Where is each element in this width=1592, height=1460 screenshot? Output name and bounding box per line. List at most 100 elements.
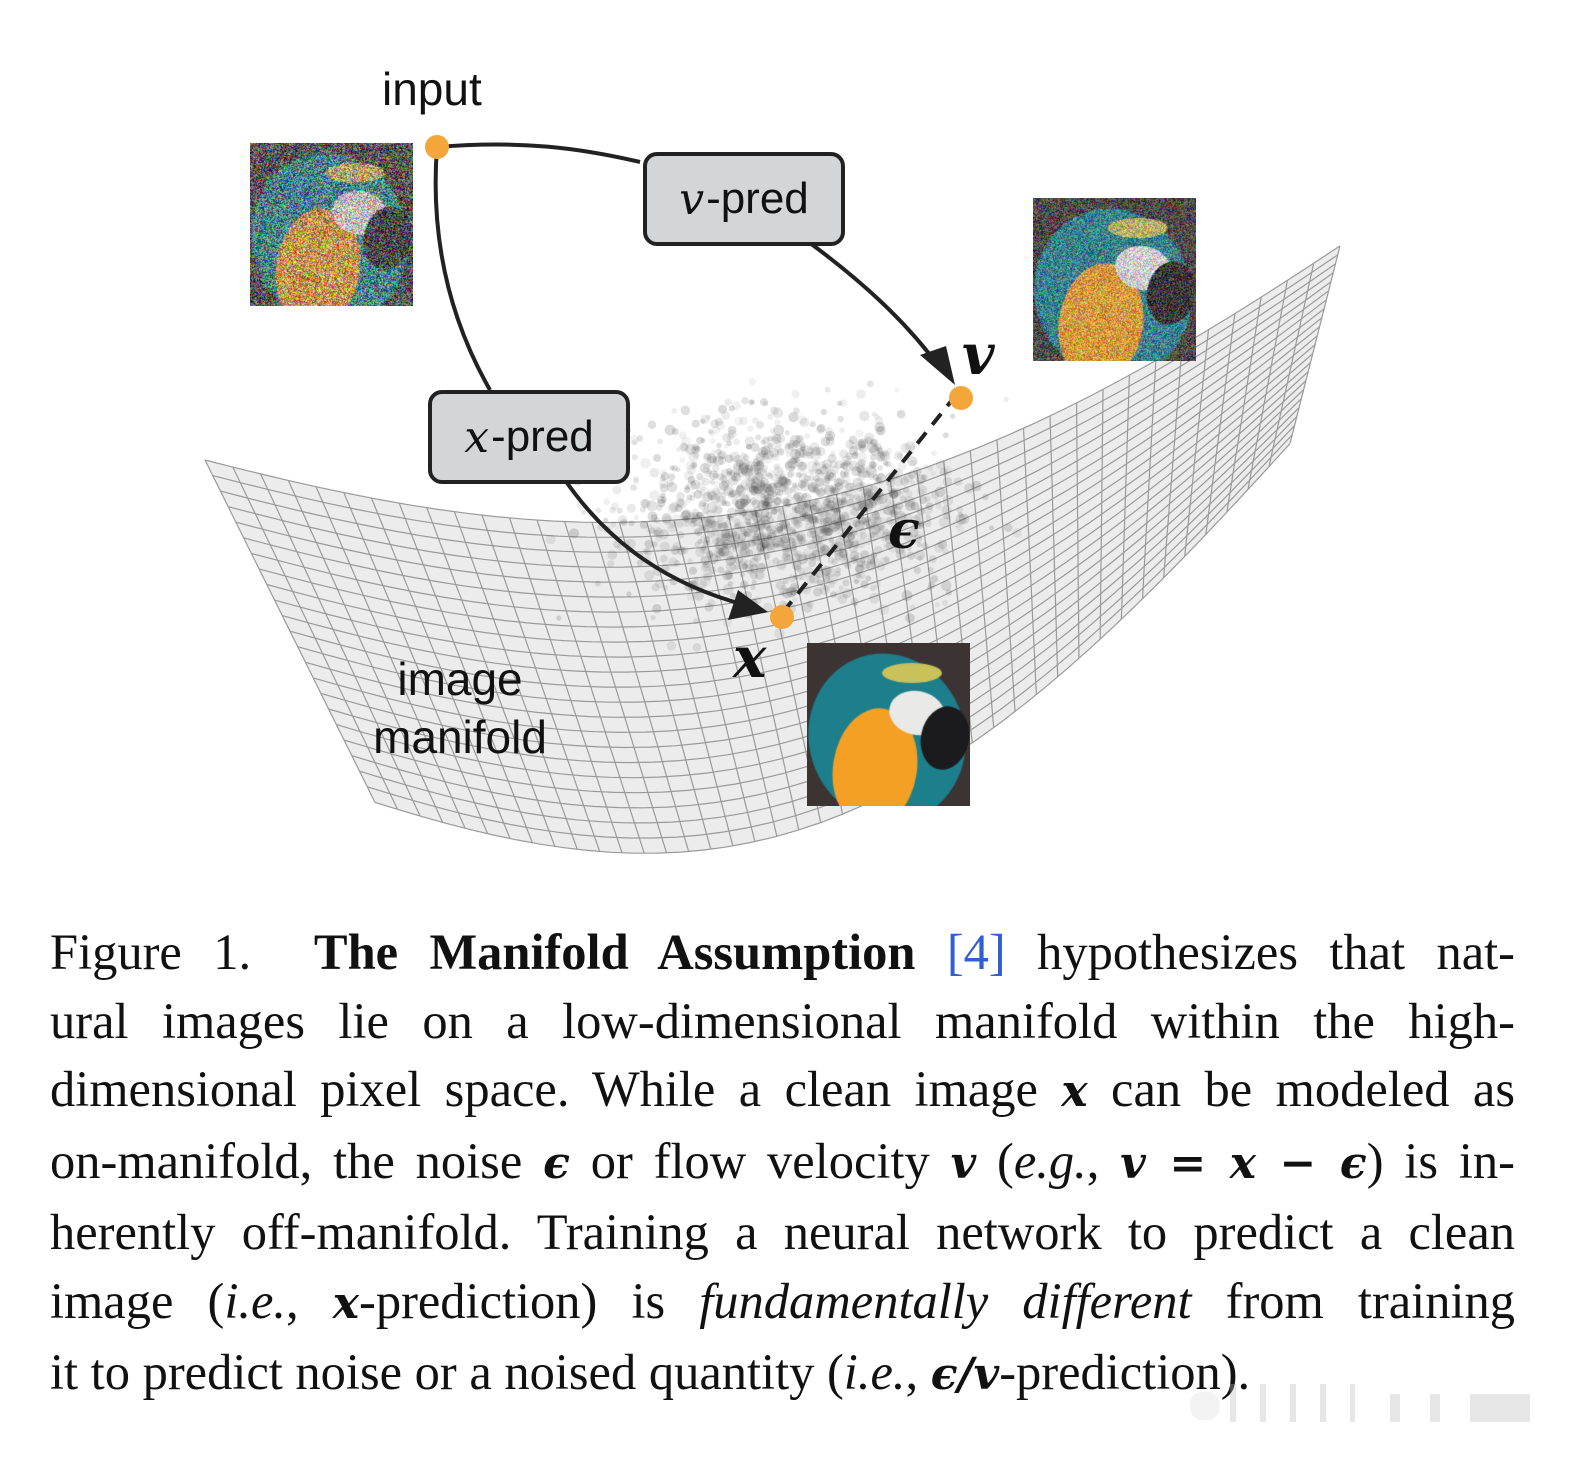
cloud-point (766, 534, 772, 540)
cloud-point (704, 470, 711, 478)
cloud-point (706, 456, 718, 467)
cloud-point (865, 523, 872, 530)
cloud-point (721, 500, 727, 507)
cloud-point (726, 514, 732, 520)
cloud-point (821, 529, 828, 535)
cloud-point (785, 501, 791, 508)
cloud-point (869, 592, 880, 604)
cloud-point (653, 454, 662, 462)
cloud-point (745, 493, 751, 498)
cloud-point (689, 566, 697, 575)
cloud-point (743, 559, 753, 569)
cloud-point (898, 512, 907, 521)
cloud-point (777, 512, 788, 524)
cloud-point (716, 442, 722, 449)
cloud-point (764, 481, 772, 489)
cloud-point (839, 399, 847, 407)
cloud-point (855, 482, 865, 492)
grid-line (536, 519, 645, 854)
cloud-point (870, 521, 879, 530)
cloud-point (774, 628, 785, 639)
cloud-point (1012, 528, 1023, 538)
cloud-point (789, 465, 796, 472)
cloud-point (812, 516, 820, 524)
cloud-point (882, 460, 889, 466)
cloud-point (824, 427, 833, 435)
cloud-point (699, 486, 710, 497)
cloud-point (989, 525, 994, 531)
v-pred-box: v-pred (643, 152, 845, 246)
cloud-point (786, 526, 797, 537)
cloud-point (789, 486, 796, 493)
cloud-point (899, 521, 909, 530)
x-pred-box: x-pred (428, 390, 630, 484)
cloud-point (770, 473, 778, 482)
cloud-point (707, 519, 717, 529)
cloud-point (690, 479, 701, 490)
cloud-point (719, 480, 729, 491)
cloud-point (885, 542, 894, 550)
cloud-point (829, 485, 838, 494)
cloud-point (849, 537, 859, 546)
cloud-point (781, 482, 789, 490)
cloud-point (793, 407, 800, 415)
cloud-point (815, 468, 825, 478)
cloud-point (971, 480, 982, 492)
cloud-point (772, 536, 784, 548)
cloud-point (733, 518, 741, 525)
cloud-point (1003, 396, 1009, 402)
cloud-point (942, 495, 954, 506)
cloud-point (792, 440, 801, 448)
cloud-point (863, 520, 869, 526)
cloud-point (790, 449, 801, 460)
cloud-point (885, 516, 894, 525)
grid-line (1022, 428, 1037, 695)
cloud-point (714, 537, 725, 547)
cloud-point (739, 558, 748, 567)
cloud-point (755, 460, 765, 469)
grid-line (673, 520, 756, 842)
cloud-point (810, 442, 820, 452)
cloud-point (824, 513, 831, 519)
cloud-point (824, 474, 832, 482)
cloud-point (838, 548, 849, 559)
cloud-point (821, 464, 828, 470)
cloud-point (794, 504, 804, 515)
cloud-point (730, 592, 736, 599)
cloud-point (815, 507, 822, 515)
cloud-point (892, 505, 902, 516)
cloud-point (816, 535, 825, 544)
cloud-point (688, 511, 694, 518)
cloud-point (927, 566, 934, 573)
grid-line (1247, 280, 1288, 490)
cloud-point (744, 473, 751, 480)
cloud-point (889, 500, 898, 508)
cloud-point (631, 439, 638, 446)
cloud-point (874, 416, 884, 425)
cloud-point (790, 582, 799, 592)
cloud-point (725, 571, 733, 580)
cloud-point (726, 514, 732, 520)
cloud-point (756, 478, 765, 487)
cloud-point (747, 425, 754, 433)
cloud-point (839, 427, 845, 434)
cloud-point (677, 499, 688, 509)
cloud-point (610, 521, 617, 528)
cloud-point (869, 523, 881, 535)
cloud-point (812, 486, 820, 494)
cloud-point (708, 566, 717, 574)
cloud-point (829, 450, 836, 457)
cloud-point (759, 516, 765, 523)
cloud-point (612, 485, 622, 495)
cloud-point (958, 513, 970, 525)
cloud-point (659, 469, 667, 477)
cloud-point (803, 474, 812, 482)
cloud-point (772, 436, 779, 442)
cloud-point (706, 509, 716, 519)
cloud-point (788, 528, 797, 537)
cloud-point (681, 547, 689, 555)
cloud-point (754, 471, 764, 481)
cloud-point (780, 476, 791, 488)
citation-link[interactable]: [4] (946, 924, 1006, 980)
cloud-point (703, 517, 710, 524)
